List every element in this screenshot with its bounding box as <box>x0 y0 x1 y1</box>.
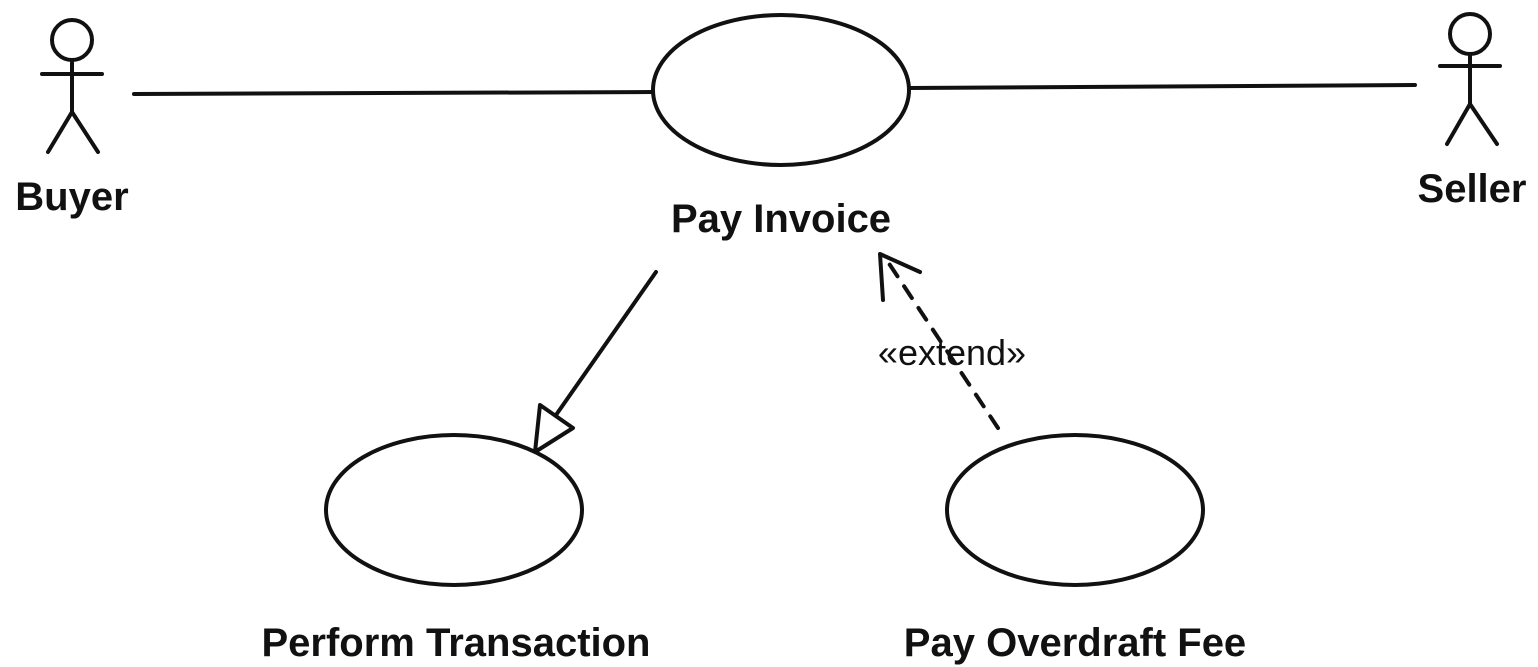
use-case-perform-transaction[interactable]: Perform Transaction <box>261 433 651 665</box>
pay-overdraft-fee-label: Pay Overdraft Fee <box>904 621 1246 665</box>
pay-invoice-label: Pay Invoice <box>671 197 891 241</box>
pay-overdraft-fee-ellipse <box>945 433 1205 587</box>
buyer-right-leg-icon <box>70 110 100 154</box>
seller-right-leg-icon <box>1468 102 1499 146</box>
pay-invoice-ellipse <box>651 13 911 167</box>
generalization-line <box>554 270 658 417</box>
seller-left-leg-icon <box>1445 102 1472 146</box>
extend-stereotype-label: «extend» <box>878 332 1026 373</box>
buyer-association-line[interactable] <box>132 90 657 96</box>
seller-actor[interactable]: Seller <box>1418 12 1527 211</box>
use-case-pay-invoice[interactable]: Pay Invoice <box>651 13 911 241</box>
perform-transaction-ellipse <box>324 433 584 587</box>
buyer-head-icon <box>50 18 94 62</box>
use-case-pay-overdraft-fee[interactable]: Pay Overdraft Fee <box>904 433 1246 665</box>
extend-open-arrowhead-icon <box>878 252 922 302</box>
generalization-hollow-arrowhead-icon <box>533 403 575 454</box>
seller-association-line[interactable] <box>906 83 1417 90</box>
buyer-label: Buyer <box>15 175 128 219</box>
buyer-actor[interactable]: Buyer <box>15 18 129 219</box>
seller-label: Seller <box>1418 167 1527 211</box>
perform-transaction-label: Perform Transaction <box>261 621 650 665</box>
buyer-left-leg-icon <box>46 110 74 154</box>
seller-head-icon <box>1448 12 1492 56</box>
extend-dashed-line <box>886 260 1000 430</box>
generalization-arrow[interactable] <box>533 270 658 454</box>
extend-arrow[interactable]: «extend» <box>878 252 1026 430</box>
